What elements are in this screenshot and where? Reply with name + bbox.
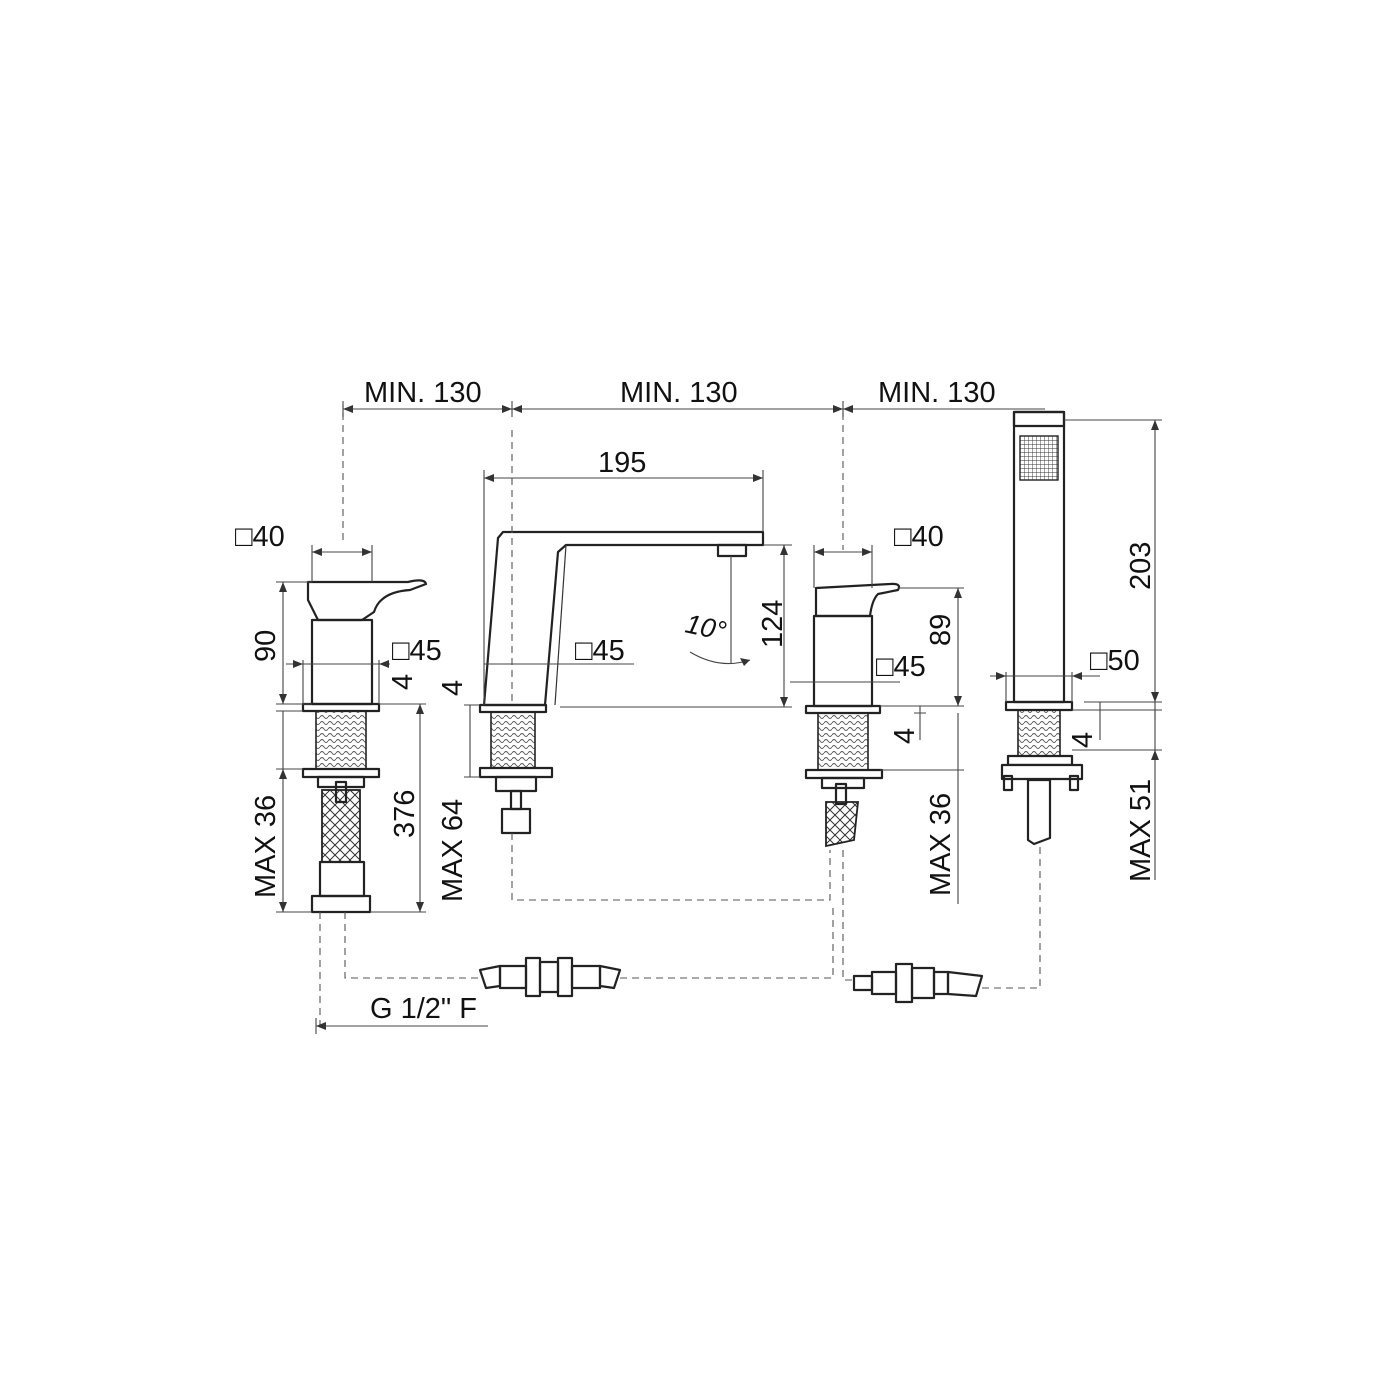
connector-left bbox=[478, 956, 622, 998]
label-sq50: □50 bbox=[1090, 645, 1140, 677]
label-gap4-a: 4 bbox=[387, 674, 419, 690]
label-spout-reach: 195 bbox=[598, 447, 646, 479]
label-h124: 124 bbox=[757, 600, 789, 648]
label-min130-mid: MIN. 130 bbox=[620, 377, 738, 409]
right-handle-valve bbox=[804, 582, 901, 848]
label-h89: 89 bbox=[925, 614, 957, 646]
label-sq40-left: □40 bbox=[235, 521, 285, 553]
left-handle-valve bbox=[301, 579, 428, 914]
label-gap4-b: 4 bbox=[437, 680, 469, 696]
label-sq45-left: □45 bbox=[392, 635, 442, 667]
arrowheads bbox=[279, 405, 1159, 1030]
label-min130-right: MIN. 130 bbox=[878, 377, 996, 409]
label-thread: G 1/2" F bbox=[370, 993, 477, 1025]
label-gap4-d: 4 bbox=[1067, 732, 1099, 748]
connector-right bbox=[852, 962, 984, 1004]
label-gap4-c: 4 bbox=[889, 728, 921, 744]
hidden-lines bbox=[319, 405, 1041, 1028]
label-angle-10: 10° bbox=[683, 609, 729, 647]
label-h376: 376 bbox=[389, 790, 421, 838]
label-max64: MAX 64 bbox=[437, 799, 469, 902]
label-sq45-mid: □45 bbox=[575, 635, 625, 667]
label-max51: MAX 51 bbox=[1125, 779, 1157, 882]
label-sq40-right: □40 bbox=[894, 521, 944, 553]
label-h90: 90 bbox=[250, 630, 282, 662]
label-sq45-right: □45 bbox=[876, 651, 926, 683]
spout bbox=[478, 530, 765, 835]
dimension-labels: MIN. 130 MIN. 130 MIN. 130 195 □40 □40 □… bbox=[235, 377, 1157, 1025]
label-max36-right: MAX 36 bbox=[925, 793, 957, 896]
label-max36-left: MAX 36 bbox=[250, 795, 282, 898]
label-h203: 203 bbox=[1125, 542, 1157, 590]
hand-shower bbox=[1000, 410, 1084, 846]
label-min130-left: MIN. 130 bbox=[364, 377, 482, 409]
